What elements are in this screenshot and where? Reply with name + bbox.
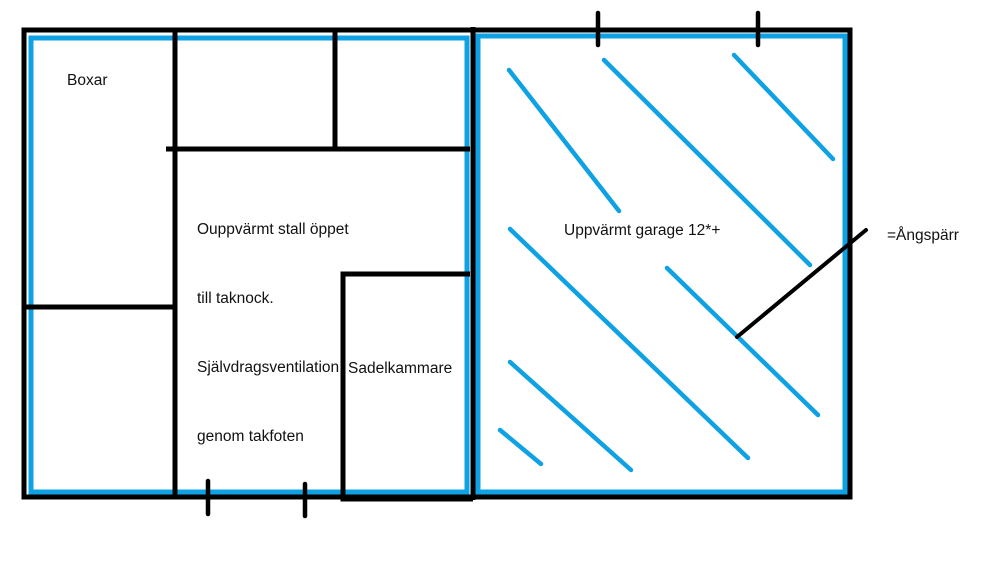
stable-description-line-1: Ouppvärmt stall öppet bbox=[197, 221, 349, 238]
outer-wall bbox=[21, 27, 853, 500]
label-boxar: Boxar bbox=[67, 72, 108, 89]
walls bbox=[21, 27, 853, 502]
legend-vapour-barrier: =Ångspärr bbox=[887, 227, 959, 244]
label-sadelkammare: Sadelkammare bbox=[348, 360, 453, 377]
sadelkammare-walls bbox=[340, 271, 473, 502]
legend-leader-line bbox=[735, 228, 868, 339]
opening-markers bbox=[205, 10, 761, 519]
stable-description-line-3: Självdragsventilation bbox=[197, 359, 340, 376]
garage-vapour-barrier bbox=[475, 33, 848, 495]
label-stable-description: Ouppvärmt stall öppet till taknock. Själ… bbox=[197, 172, 349, 471]
label-garage: Uppvärmt garage 12*+ bbox=[564, 222, 721, 239]
stable-description-line-2: till taknock. bbox=[197, 290, 274, 307]
stable-vapour-barrier bbox=[28, 35, 470, 495]
stable-description-line-4: genom takfoten bbox=[197, 428, 304, 445]
garage-hatching bbox=[497, 52, 836, 473]
vapour-barrier-outlines bbox=[28, 33, 848, 495]
